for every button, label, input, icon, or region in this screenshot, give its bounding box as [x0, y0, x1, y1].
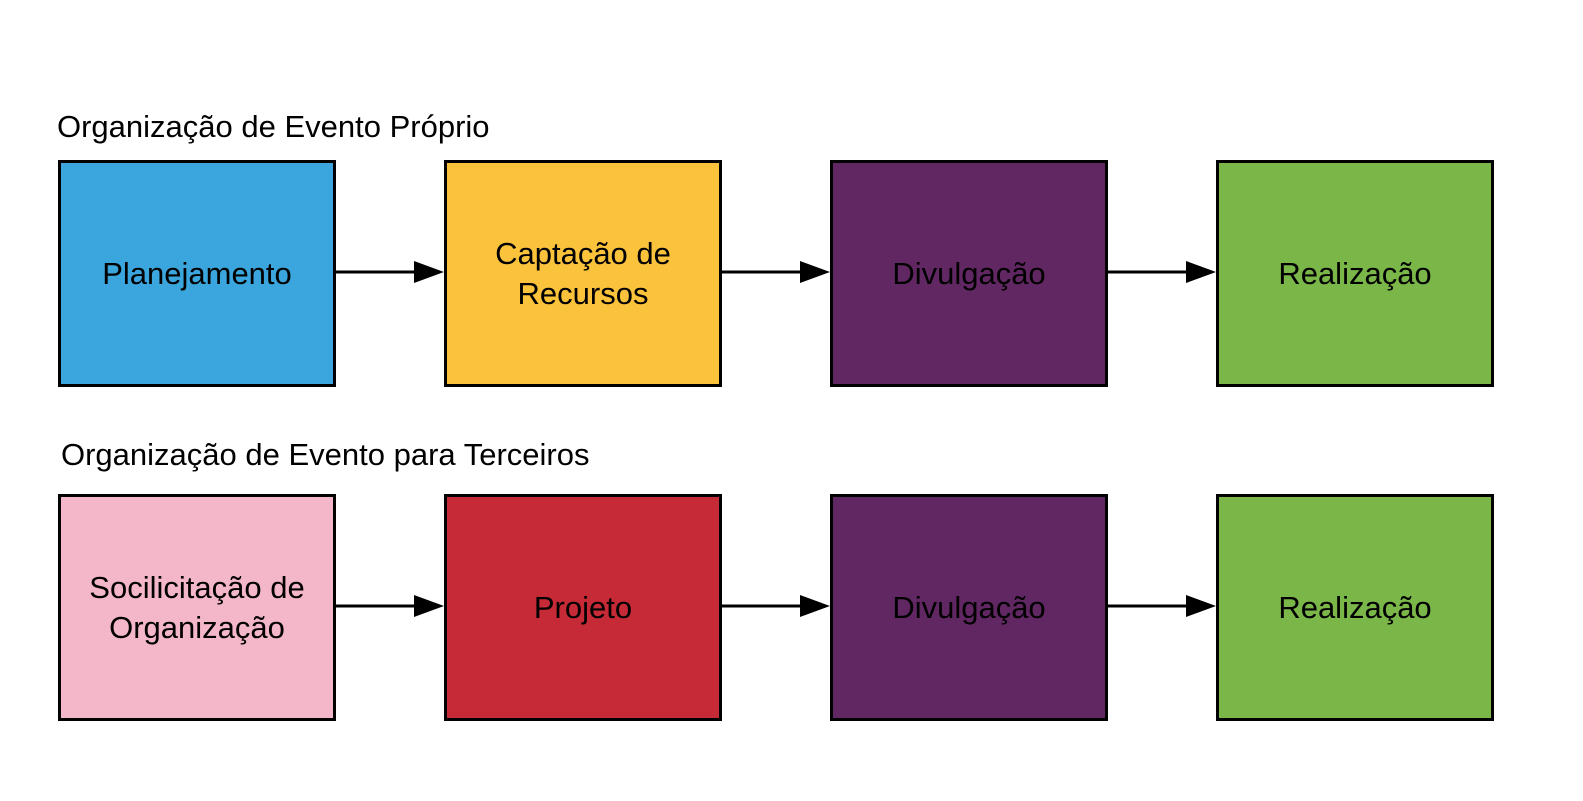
- step-planejamento[interactable]: Planejamento: [58, 160, 336, 387]
- step-captacao-de-recursos[interactable]: Captação de Recursos: [444, 160, 722, 387]
- step-projeto[interactable]: Projeto: [444, 494, 722, 721]
- step-label: Projeto: [533, 589, 633, 625]
- step-label: Socilicitação de Organização: [89, 569, 305, 645]
- step-label: Realização: [1278, 255, 1432, 291]
- arrow-connector: [1106, 595, 1216, 617]
- step-label: Captação de Recursos: [495, 235, 671, 311]
- step-label: Realização: [1278, 589, 1432, 625]
- step-label: Planejamento: [102, 255, 292, 291]
- step-divulgacao[interactable]: Divulgação: [830, 494, 1108, 721]
- arrow-connector: [720, 595, 830, 617]
- step-realizacao[interactable]: Realização: [1216, 160, 1494, 387]
- step-solicitacao-de-organizacao[interactable]: Socilicitação de Organização: [58, 494, 336, 721]
- step-realizacao[interactable]: Realização: [1216, 494, 1494, 721]
- step-divulgacao[interactable]: Divulgação: [830, 160, 1108, 387]
- flow-title-own-event: Organização de Evento Próprio: [57, 109, 490, 144]
- step-label: Divulgação: [892, 255, 1046, 291]
- arrow-connector: [334, 595, 444, 617]
- arrow-connector: [1106, 261, 1216, 283]
- arrow-connector: [720, 261, 830, 283]
- flow-title-third-party-event: Organização de Evento para Terceiros: [61, 437, 590, 472]
- arrow-connector: [334, 261, 444, 283]
- step-label: Divulgação: [892, 589, 1046, 625]
